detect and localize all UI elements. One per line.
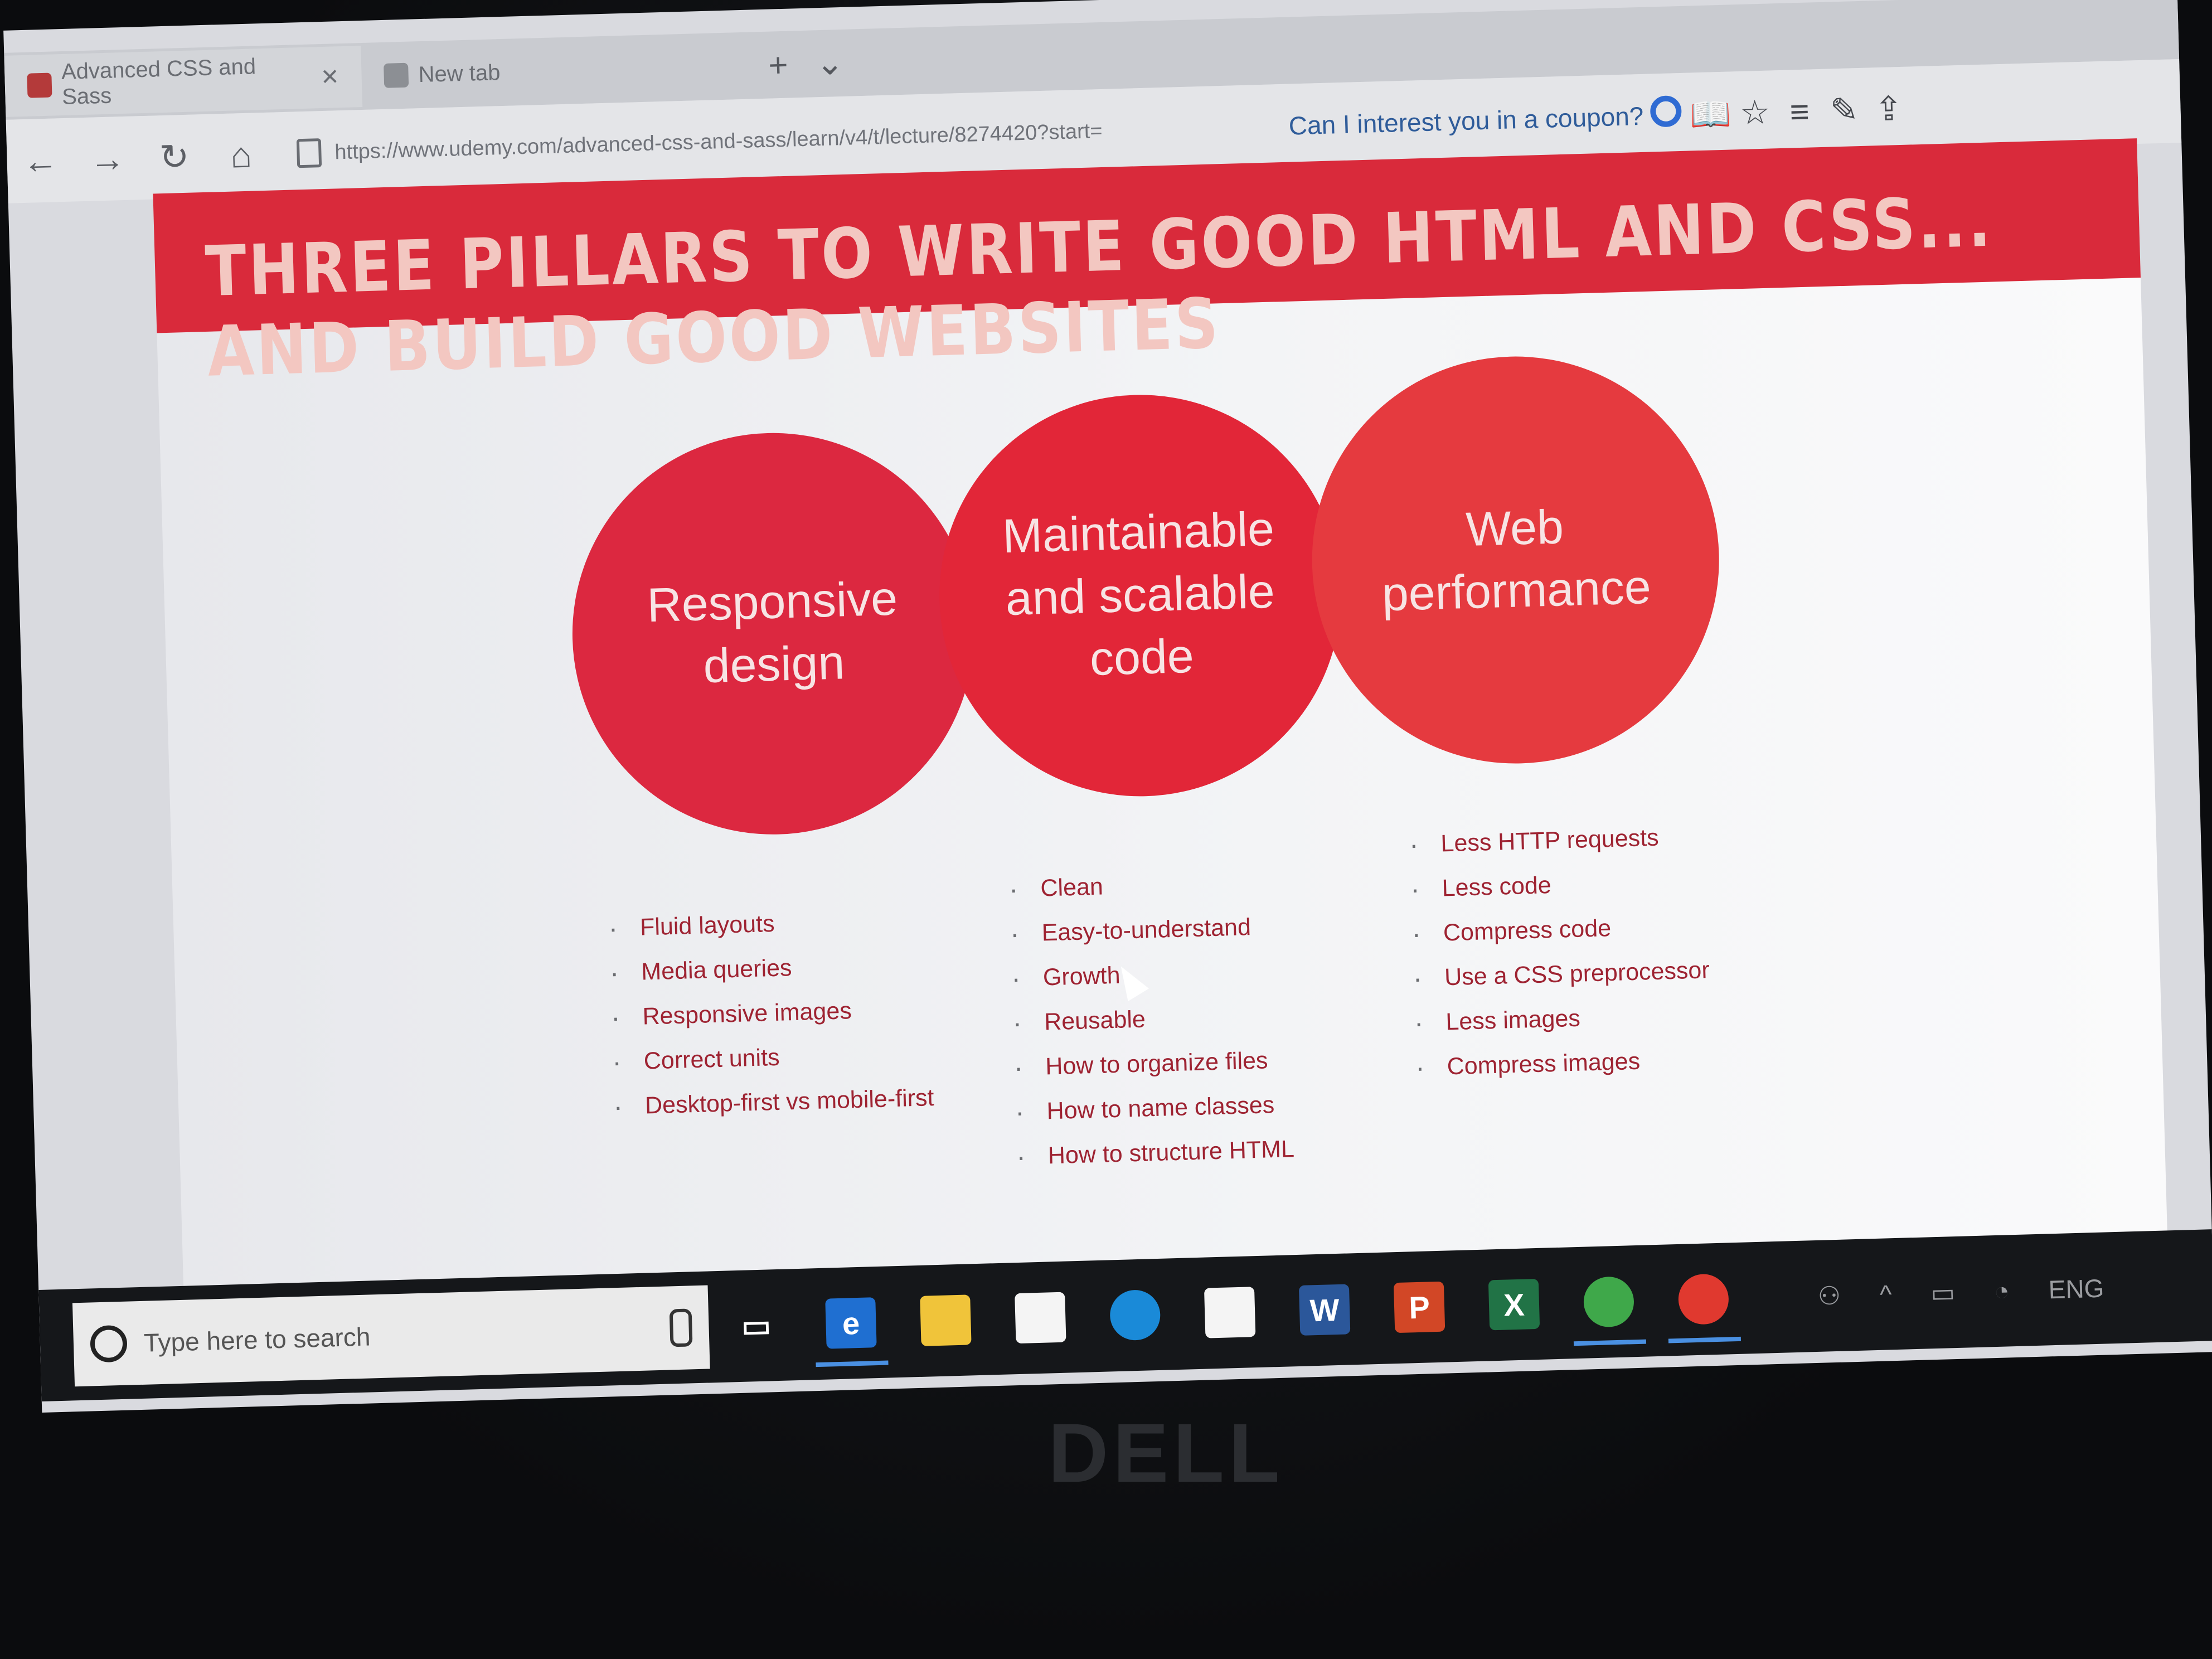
add-tab-icon[interactable]: + [768,46,789,84]
mail-icon [1204,1287,1256,1338]
list-item: Reusable [1012,993,1291,1045]
people-icon[interactable]: ⚇ [1817,1280,1841,1311]
system-tray: ⚇ ^ ▭ ◔ ENG [1817,1273,2104,1311]
edge-icon: e [825,1297,877,1349]
search-placeholder: Type here to search [143,1322,371,1357]
favorite-star-icon[interactable]: ☆ [1739,93,1771,132]
taskbar-app-store[interactable] [992,1269,1089,1367]
store-icon [1015,1292,1066,1344]
cortana-icon[interactable] [1643,95,1689,135]
list-item: Growth [1011,948,1290,1001]
forward-icon[interactable]: → [89,138,126,180]
task-view-icon: ▭ [741,1307,772,1343]
taskbar-app-mail[interactable] [1181,1264,1279,1361]
notes-icon[interactable]: ✎ [1830,91,1859,129]
pillar-list-responsive: Fluid layouts Media queries Responsive i… [608,897,934,1129]
list-item: Less code [1410,858,1707,911]
pillar-list-maintainable: Clean Easy-to-understand Growth Reusable… [1008,859,1295,1179]
taskbar-app-app-tool[interactable] [1086,1267,1184,1364]
taskbar-app-atom[interactable] [1560,1253,1658,1351]
wifi-icon[interactable]: ◔ [1993,1276,2010,1306]
list-item: How to structure HTML [1016,1127,1295,1179]
list-item: Less HTTP requests [1409,814,1706,867]
excel-icon: X [1488,1278,1540,1331]
refresh-icon[interactable]: ↻ [158,136,190,177]
taskbar-app-file-explorer[interactable] [897,1272,995,1369]
udemy-icon [27,72,52,98]
list-item: Clean [1008,859,1288,911]
chevron-down-icon[interactable]: ⌄ [815,43,845,83]
tab-label: Advanced CSS and Sass [61,54,256,110]
pillar-heading: Responsive design [646,571,899,693]
pillar-list-performance: Less HTTP requests Less code Compress co… [1409,814,1713,1090]
tab-new-tab[interactable]: New tab [361,35,753,107]
language-indicator[interactable]: ENG [2048,1273,2105,1304]
list-item: Compress code [1411,903,1709,956]
taskbar-search-input[interactable]: Type here to search [72,1285,710,1387]
tab-advanced-css[interactable]: Advanced CSS and Sass ✕ [4,46,363,117]
taskbar-app-word[interactable]: W [1276,1261,1374,1359]
pillar-heading: Maintainable and scalable code [1002,502,1275,686]
close-tab-icon[interactable]: ✕ [320,65,340,90]
list-item: Easy-to-understand [1010,904,1289,956]
pillar-circle-responsive: Responsive design [566,427,979,840]
share-icon[interactable]: ⇪ [1874,89,1904,128]
pillar-heading: Web performance [1381,500,1652,622]
taskbar-app-edge[interactable]: e [802,1274,900,1372]
taskbar-app-chrome[interactable] [1655,1250,1753,1348]
pillar-circle-maintainable: Maintainable and scalable code [934,389,1347,802]
list-item: Use a CSS preprocessor [1412,948,1710,1001]
back-icon[interactable]: ← [22,140,59,182]
home-icon[interactable]: ⌂ [230,134,253,176]
favorites-hub-icon[interactable]: ≡ [1789,93,1810,130]
lecture-slide: THREE PILLARS TO WRITE GOOD HTML AND CSS… [153,138,2169,1331]
slide-title: THREE PILLARS TO WRITE GOOD HTML AND CSS… [204,182,1994,392]
taskbar-app-task-view[interactable]: ▭ [707,1277,805,1375]
coupon-prompt[interactable]: Can I interest you in a coupon? [1288,101,1645,140]
url-text: https://www.udemy.com/advanced-css-and-s… [334,119,1103,164]
list-item: How to organize files [1013,1037,1293,1090]
powerpoint-icon: P [1393,1281,1445,1333]
taskbar-app-powerpoint[interactable]: P [1371,1259,1468,1356]
tab-label: New tab [418,60,501,87]
monitor-screen: Advanced CSS and Sass ✕ New tab + ⌄ ← → … [3,0,2212,1413]
reading-view-icon[interactable]: 📖 [1689,94,1732,134]
cortana-circle-icon [90,1325,128,1363]
file-explorer-icon [920,1294,972,1346]
battery-icon[interactable]: ▭ [1930,1278,1956,1308]
list-item: Desktop-first vs mobile-first [613,1075,934,1129]
taskbar-app-excel[interactable]: X [1466,1256,1563,1354]
list-item: Less images [1414,992,1711,1045]
dell-logo: DELL [1048,1406,1284,1500]
chevron-up-icon[interactable]: ^ [1879,1279,1893,1309]
list-item: How to name classes [1015,1082,1294,1134]
chrome-icon [1677,1273,1730,1325]
pillar-circle-performance: Web performance [1306,351,1725,769]
list-item: Compress images [1415,1037,1713,1090]
new-tab-icon [384,62,409,88]
lock-icon [296,138,322,168]
word-icon: W [1298,1284,1351,1336]
microphone-icon[interactable] [669,1308,693,1347]
atom-icon [1583,1276,1635,1328]
app-tool-icon [1109,1289,1161,1341]
